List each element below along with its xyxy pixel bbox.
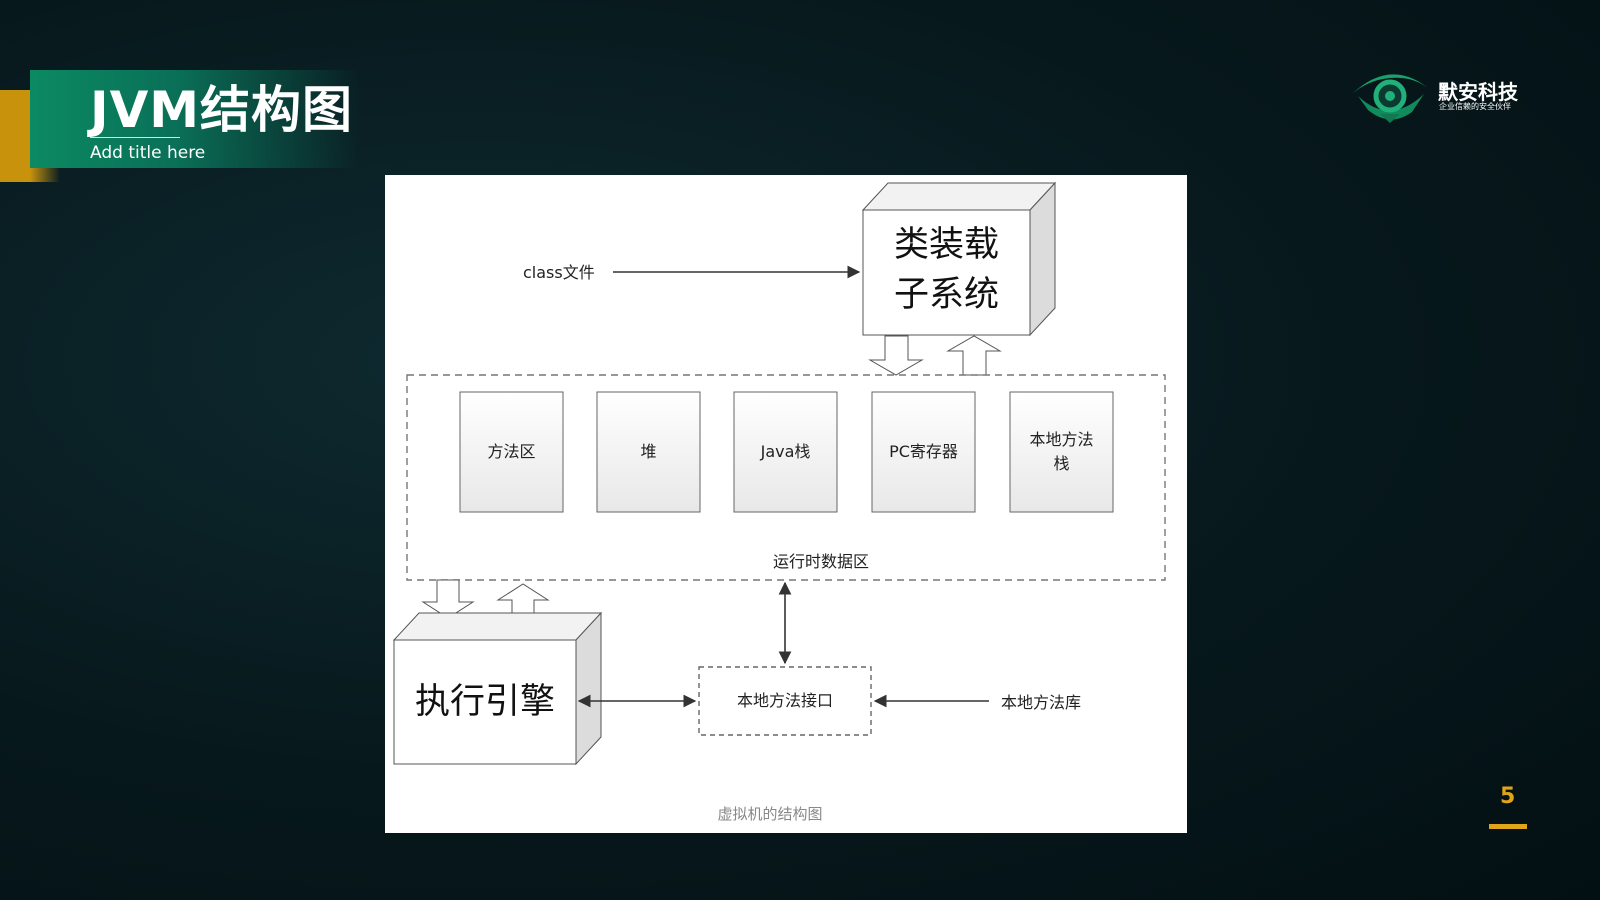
eye-shield-icon [1350,66,1430,124]
page-number-underline [1489,824,1527,829]
page-title: JVM结构图 [90,81,354,139]
runtime-data-area [406,374,1166,581]
execution-engine-box [392,611,603,766]
method-area-box [459,391,564,513]
engine-down-arrow [421,579,475,619]
diagram-caption: 虚拟机的结构图 [717,805,823,823]
runtime-area-label: 运行时数据区 [773,552,870,571]
native-stack-box [1009,391,1114,513]
heap-box [596,391,701,513]
native-interface-box [698,666,872,736]
heap-label: 堆 [640,442,657,461]
java-stack-box [733,391,838,513]
class-loader-line-1: 类装载 [893,225,999,265]
method-area-label: 方法区 [487,442,536,461]
loader-down-arrow [868,335,924,376]
execution-engine-label: 执行引擎 [414,682,555,722]
native-library-label: 本地方法库 [1001,693,1082,712]
class-loader-line-2: 子系统 [893,275,999,315]
java-stack-label: Java栈 [760,442,811,461]
page-subtitle: Add title here [90,143,206,163]
area-boxes [459,391,1114,513]
header-green-bar [30,70,360,168]
class-file-label: class文件 [523,263,595,282]
class-loader-box [861,181,1057,337]
loader-up-arrow [946,335,1002,376]
class-loader-label: 类装载 子系统 [863,220,1030,320]
title-divider [90,137,180,138]
brand-name: 默安科技 [1438,80,1518,104]
pc-register-box [871,391,976,513]
page-number: 5 [1500,784,1516,809]
pc-register-label: PC寄存器 [889,442,958,461]
brand-tagline: 企业信赖的安全伙伴 [1439,102,1511,111]
native-stack-label: 本地方法栈 [1029,430,1094,473]
native-interface-label: 本地方法接口 [736,691,833,710]
jvm-diagram: 类装载 子系统 class文件 方法区 堆 Java栈 PC寄存器 本地方法栈 … [385,175,1187,833]
